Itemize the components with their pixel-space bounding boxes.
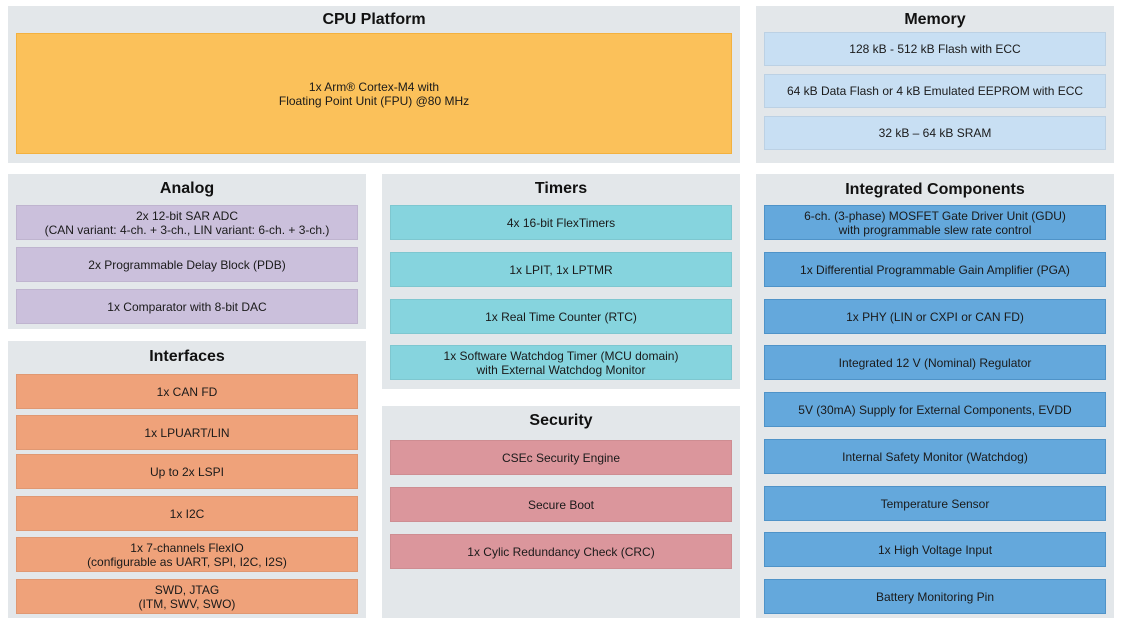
analog-comparator-block: 1x Comparator with 8-bit DAC	[16, 289, 358, 324]
integrated-temperature-sensor-block: Temperature Sensor	[764, 486, 1106, 521]
memory-flash-block: 128 kB - 512 kB Flash with ECC	[764, 32, 1106, 66]
interfaces-flexio-block: 1x 7-channels FlexIO (configurable as UA…	[16, 537, 358, 572]
memory-title: Memory	[904, 11, 966, 28]
timers-rtc-block: 1x Real Time Counter (RTC)	[390, 299, 732, 334]
integrated-evdd-block: 5V (30mA) Supply for External Components…	[764, 392, 1106, 427]
analog-panel: Analog 2x 12-bit SAR ADC (CAN variant: 4…	[8, 174, 366, 329]
integrated-phy-block: 1x PHY (LIN or CXPI or CAN FD)	[764, 299, 1106, 334]
timers-flextimers-block: 4x 16-bit FlexTimers	[390, 205, 732, 240]
integrated-regulator-block: Integrated 12 V (Nominal) Regulator	[764, 345, 1106, 380]
integrated-pga-block: 1x Differential Programmable Gain Amplif…	[764, 252, 1106, 287]
interfaces-panel: Interfaces 1x CAN FD 1x LPUART/LIN Up to…	[8, 341, 366, 618]
timers-panel: Timers 4x 16-bit FlexTimers 1x LPIT, 1x …	[382, 174, 740, 389]
integrated-components-panel: Integrated Components 6-ch. (3-phase) MO…	[756, 174, 1114, 618]
interfaces-title: Interfaces	[149, 348, 225, 365]
analog-pdb-block: 2x Programmable Delay Block (PDB)	[16, 247, 358, 282]
integrated-gdu-block: 6-ch. (3-phase) MOSFET Gate Driver Unit …	[764, 205, 1106, 240]
timers-lpit-block: 1x LPIT, 1x LPTMR	[390, 252, 732, 287]
interfaces-debug-block: SWD, JTAG (ITM, SWV, SWO)	[16, 579, 358, 614]
cpu-core-block: 1x Arm® Cortex-M4 with Floating Point Un…	[16, 33, 732, 154]
timers-title: Timers	[534, 180, 588, 197]
security-secure-boot-block: Secure Boot	[390, 487, 732, 522]
analog-adc-block: 2x 12-bit SAR ADC (CAN variant: 4-ch. + …	[16, 205, 358, 240]
security-title: Security	[529, 412, 593, 429]
security-crc-block: 1x Cylic Redundancy Check (CRC)	[390, 534, 732, 569]
integrated-components-title: Integrated Components	[845, 181, 1025, 198]
memory-panel: Memory 128 kB - 512 kB Flash with ECC 64…	[756, 6, 1114, 163]
security-csec-block: CSEc Security Engine	[390, 440, 732, 475]
memory-data-flash-block: 64 kB Data Flash or 4 kB Emulated EEPROM…	[764, 74, 1106, 108]
cpu-platform-title: CPU Platform	[322, 11, 426, 28]
security-panel: Security CSEc Security Engine Secure Boo…	[382, 406, 740, 618]
interfaces-can-fd-block: 1x CAN FD	[16, 374, 358, 409]
integrated-battery-pin-block: Battery Monitoring Pin	[764, 579, 1106, 614]
memory-sram-block: 32 kB – 64 kB SRAM	[764, 116, 1106, 150]
timers-watchdog-block: 1x Software Watchdog Timer (MCU domain) …	[390, 345, 732, 380]
integrated-safety-monitor-block: Internal Safety Monitor (Watchdog)	[764, 439, 1106, 474]
cpu-platform-panel: CPU Platform 1x Arm® Cortex-M4 with Floa…	[8, 6, 740, 163]
interfaces-lspi-block: Up to 2x LSPI	[16, 454, 358, 489]
interfaces-lpuart-block: 1x LPUART/LIN	[16, 415, 358, 450]
interfaces-i2c-block: 1x I2C	[16, 496, 358, 531]
integrated-hv-input-block: 1x High Voltage Input	[764, 532, 1106, 567]
analog-title: Analog	[159, 180, 215, 197]
